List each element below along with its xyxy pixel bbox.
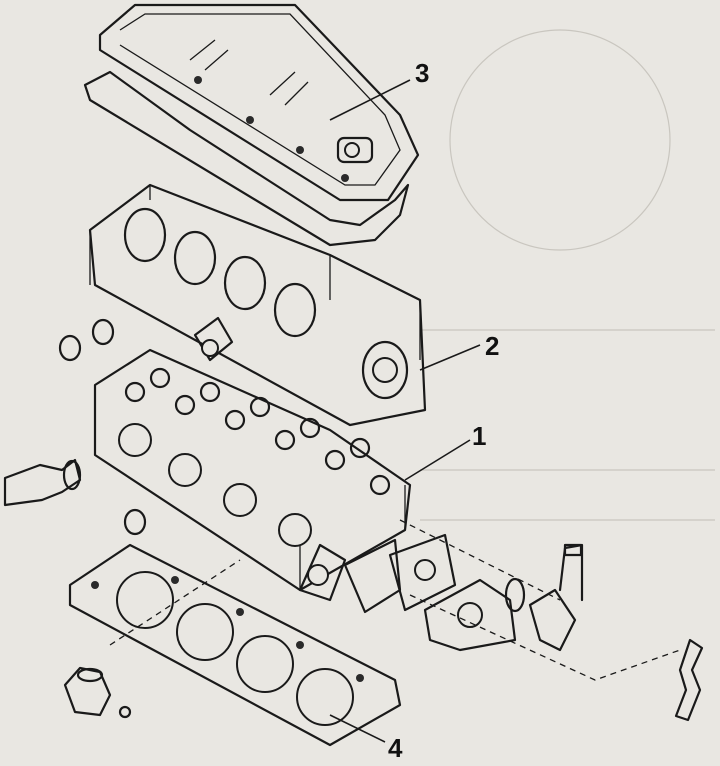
- valve-cover: [98, 3, 420, 202]
- coolant-outlet-left: [3, 458, 82, 507]
- assembly-lines: [109, 519, 681, 681]
- dowel-sleeve: [63, 666, 132, 719]
- cylinder-head: [93, 348, 412, 602]
- retaining-clip: [674, 638, 704, 722]
- callout-label-1: 1: [472, 421, 486, 451]
- callout-label-4: 4: [388, 733, 403, 763]
- head-gasket: [68, 543, 402, 747]
- plugs: [58, 318, 147, 536]
- callout-label-3: 3: [415, 58, 429, 88]
- coolant-housing-assembly: [343, 533, 584, 652]
- valve-cover-gasket: [83, 70, 410, 247]
- camshaft-carrier: [88, 183, 427, 427]
- intake-ports: [118, 423, 312, 547]
- callout-leaders: [329, 79, 481, 743]
- background-show-through: [420, 29, 715, 521]
- valve-spring-pockets: [124, 367, 391, 496]
- callout-label-2: 2: [485, 331, 499, 361]
